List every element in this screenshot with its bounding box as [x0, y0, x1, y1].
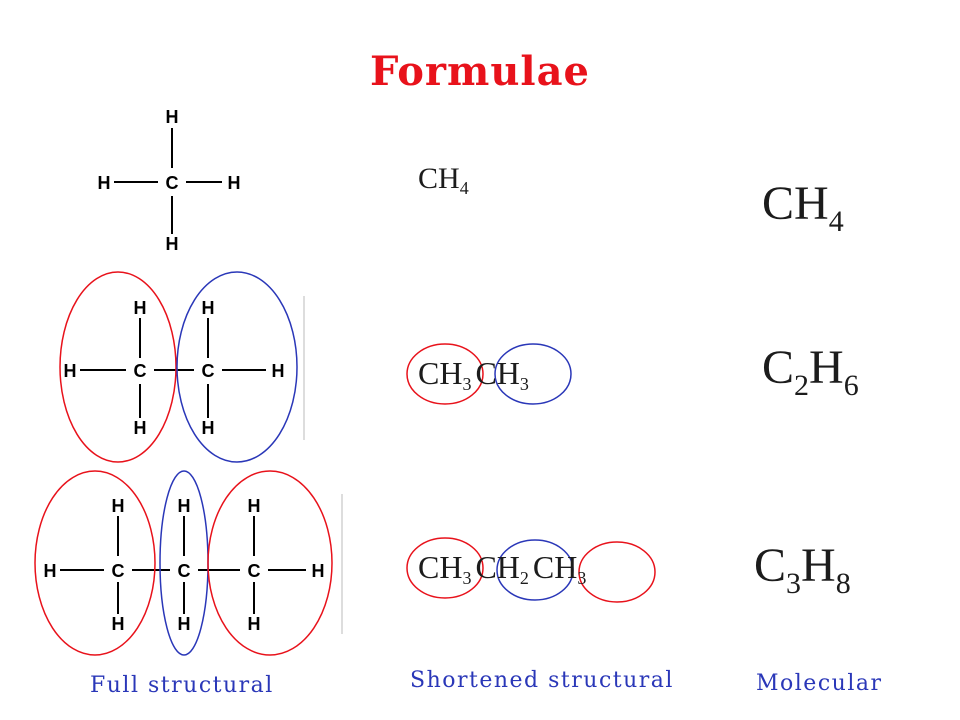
atom-h: H [272, 361, 285, 381]
shortened-formula-methane: CH4 [418, 162, 469, 199]
atom-h: H [166, 234, 179, 254]
atom-c: C [248, 561, 261, 581]
group: CH2 [475, 549, 529, 588]
short-ring-propane-middle [496, 539, 574, 601]
atom-h: H [98, 173, 111, 193]
group: CH3 [418, 355, 472, 394]
atom-h: H [64, 361, 77, 381]
atom-h: H [112, 496, 125, 516]
atom-c: C [178, 561, 191, 581]
propane-structure: H H H H C C C H H H H [34, 470, 343, 656]
atom-h: H [44, 561, 57, 581]
atom-h: H [166, 107, 179, 127]
short-ring-propane-left [406, 537, 484, 599]
group-ring-ch3-left [59, 271, 177, 463]
caption-molecular: Molecular [756, 671, 883, 696]
page-title: Formulae [370, 48, 590, 95]
atom-h: H [228, 173, 241, 193]
group: CH3 [532, 549, 587, 588]
atom-h: H [248, 496, 261, 516]
atom-h: H [112, 614, 125, 634]
atom-h: H [134, 418, 147, 438]
short-ring-ethane-right [494, 343, 572, 405]
molecular-formula-propane: C3H8 [754, 539, 851, 600]
atom-c: C [112, 561, 125, 581]
atom-h: H [202, 418, 215, 438]
atom-h: H [134, 298, 147, 318]
atom-c: C [134, 361, 147, 381]
caption-full-structural: Full structural [90, 673, 274, 698]
group: CH3 [475, 355, 529, 394]
methane-structure: H H C H H [98, 107, 241, 254]
atom-h: H [178, 614, 191, 634]
atom-h: H [178, 496, 191, 516]
group-ring-ch3-right [207, 470, 333, 656]
group: CH4 [418, 162, 469, 198]
caption-shortened-structural: Shortened structural [410, 668, 674, 693]
molecular-formula-methane: CH4 [762, 177, 844, 238]
atom-h: H [248, 614, 261, 634]
group-ring-ch3-left [34, 470, 156, 656]
ethane-structure: H H H C C H H H [59, 271, 305, 463]
atom-c: C [166, 173, 179, 193]
molecular-formula-ethane: C2H6 [762, 341, 859, 402]
atom-h: H [312, 561, 325, 581]
short-ring-propane-right [578, 541, 656, 603]
short-ring-ethane-left [406, 343, 484, 405]
group: CH3 [418, 549, 472, 588]
atom-h: H [202, 298, 215, 318]
group-ring-ch3-right [176, 271, 298, 463]
atom-c: C [202, 361, 215, 381]
